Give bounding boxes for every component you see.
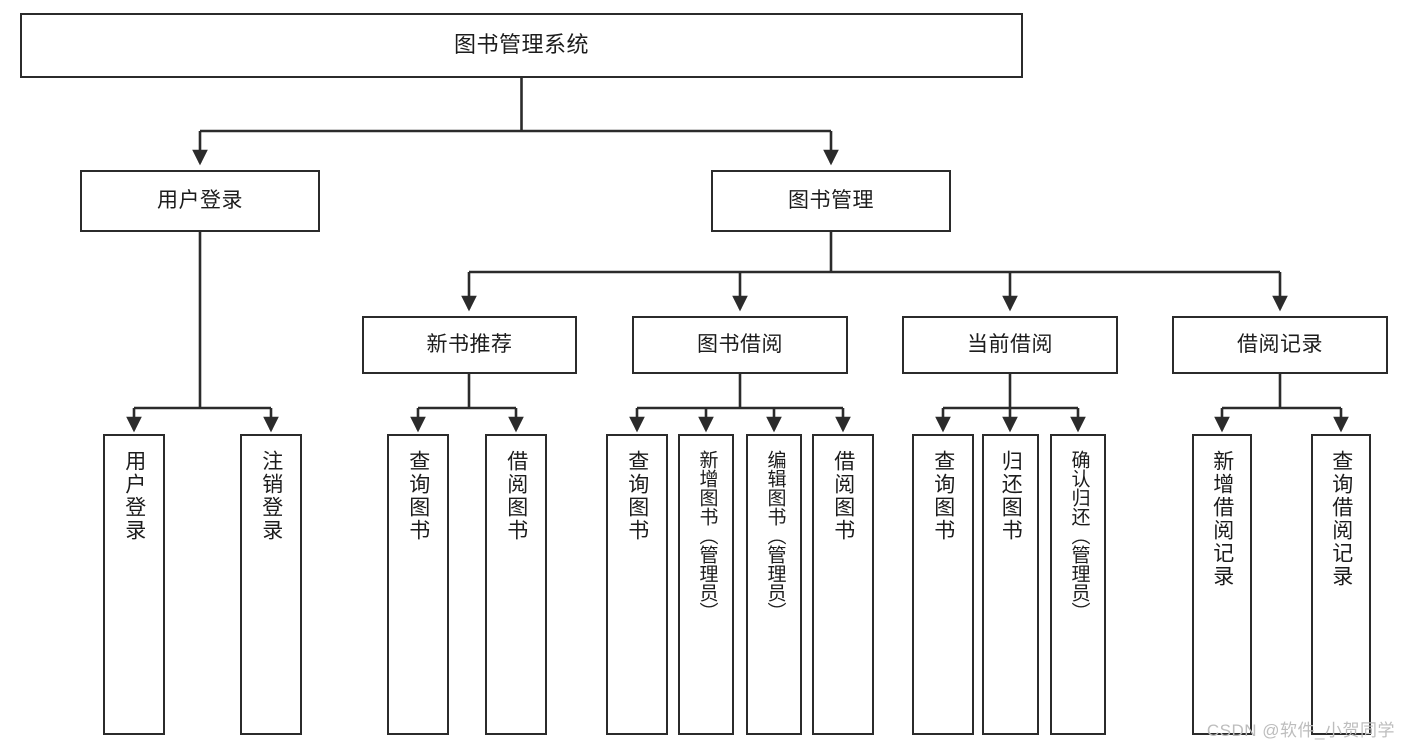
- leaf-query-book-2[interactable]: 查询图书: [606, 434, 668, 735]
- leaf-query-book-3[interactable]: 查询图书: [912, 434, 974, 735]
- node-label: 查询图书: [406, 450, 430, 542]
- node-root-book-management-system[interactable]: 图书管理系统: [20, 13, 1023, 78]
- leaf-confirm-return-admin[interactable]: 确认归还（管理员）: [1050, 434, 1106, 735]
- leaf-query-book-1[interactable]: 查询图书: [387, 434, 449, 735]
- node-label: 查询借阅记录: [1329, 450, 1353, 588]
- leaf-add-borrowing-record[interactable]: 新增借阅记录: [1192, 434, 1252, 735]
- node-label: 当前借阅: [967, 333, 1053, 357]
- node-book-management[interactable]: 图书管理: [711, 170, 951, 232]
- node-label: 查询图书: [625, 450, 649, 542]
- leaf-add-book-admin[interactable]: 新增图书（管理员）: [678, 434, 734, 735]
- leaf-user-logout[interactable]: 注销登录: [240, 434, 302, 735]
- node-current-borrowing[interactable]: 当前借阅: [902, 316, 1118, 374]
- leaf-query-borrowing-record[interactable]: 查询借阅记录: [1311, 434, 1371, 735]
- node-label: 用户登录: [157, 189, 243, 213]
- node-label: 确认归还（管理员）: [1068, 450, 1090, 621]
- node-label: 查询图书: [931, 450, 955, 542]
- node-label: 图书借阅: [697, 333, 783, 357]
- leaf-borrow-book-1[interactable]: 借阅图书: [485, 434, 547, 735]
- node-label: 新书推荐: [426, 333, 513, 357]
- leaf-return-book[interactable]: 归还图书: [982, 434, 1039, 735]
- node-label: 归还图书: [999, 450, 1023, 542]
- node-new-book-recommendation[interactable]: 新书推荐: [362, 316, 577, 374]
- node-label: 用户登录: [122, 450, 146, 542]
- node-user-login[interactable]: 用户登录: [80, 170, 320, 232]
- node-label: 图书管理: [788, 189, 874, 213]
- node-label: 借阅记录: [1237, 333, 1323, 357]
- node-label: 借阅图书: [831, 450, 855, 542]
- node-label: 编辑图书（管理员）: [764, 450, 786, 621]
- leaf-borrow-book-2[interactable]: 借阅图书: [812, 434, 874, 735]
- node-label: 新增图书（管理员）: [696, 450, 718, 621]
- node-label: 新增借阅记录: [1210, 450, 1234, 588]
- node-label: 图书管理系统: [453, 32, 589, 58]
- node-label: 借阅图书: [504, 450, 528, 542]
- node-book-borrowing[interactable]: 图书借阅: [632, 316, 848, 374]
- csdn-watermark: CSDN @软件_小贺同学: [1206, 721, 1395, 740]
- leaf-user-login[interactable]: 用户登录: [103, 434, 165, 735]
- leaf-edit-book-admin[interactable]: 编辑图书（管理员）: [746, 434, 802, 735]
- node-borrowing-records[interactable]: 借阅记录: [1172, 316, 1388, 374]
- node-label: 注销登录: [259, 450, 283, 542]
